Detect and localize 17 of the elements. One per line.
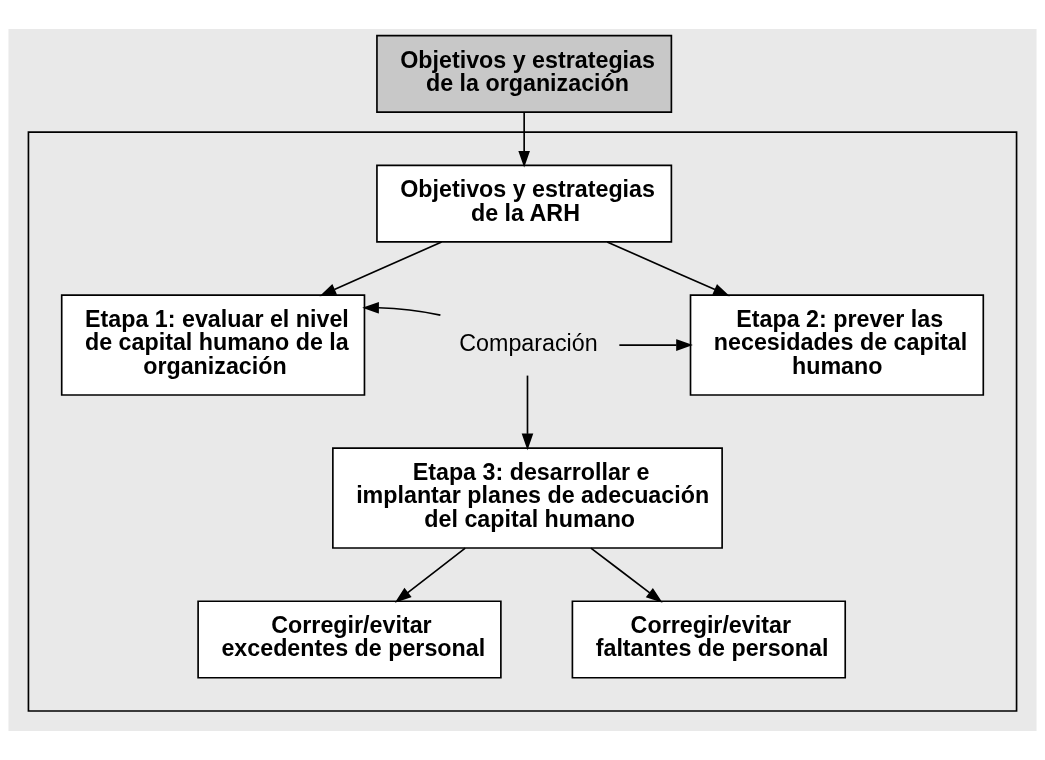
node-text: Comparación — [459, 330, 598, 357]
arrow — [394, 547, 467, 603]
node-box: Etapa 2: prever las necesidades de capital humano — [689, 294, 985, 396]
node-box: Etapa 3: desarrollar e implantar planes de adecuación del capital humano — [332, 447, 723, 549]
arrow — [618, 339, 693, 351]
arrow — [606, 241, 730, 297]
node-box: Objetivos y estrategias de la organización — [376, 34, 673, 113]
arrow — [518, 112, 530, 168]
node-box: Corregir/evitar excedentes de personal — [197, 600, 502, 679]
arrow — [362, 301, 442, 316]
node-box: Etapa 1: evaluar el nivel de capital humano de la organización — [60, 294, 366, 396]
node-box: Corregir/evitar faltantes de personal — [571, 600, 847, 679]
arrow — [590, 547, 663, 603]
node-box: Objetivos y estrategias de la ARH — [376, 164, 673, 243]
cluster — [27, 131, 1018, 712]
arrow — [521, 374, 534, 451]
arrow — [319, 241, 443, 297]
